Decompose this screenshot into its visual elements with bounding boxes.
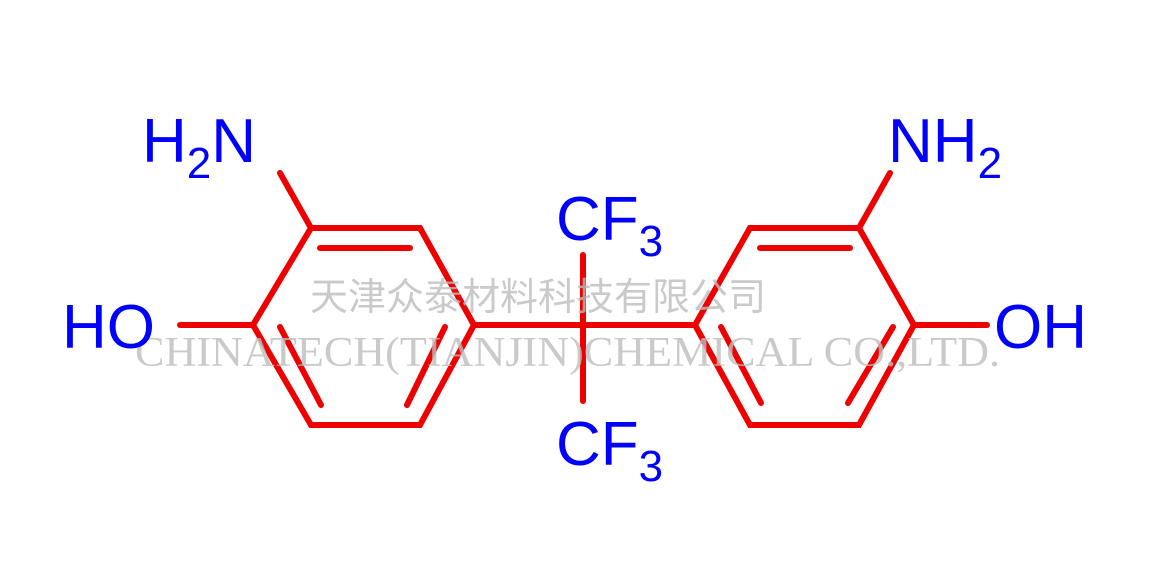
cf3-bottom-label: CF3 (556, 410, 663, 491)
watermark-chinese: 天津众泰材料科技有限公司 (310, 275, 766, 319)
amine-right-label: NH2 (888, 107, 1002, 188)
left-ring-double-bond-lower-right (404, 324, 448, 408)
right-amine-bond (856, 170, 893, 231)
watermark-english: CHINATECH(TIANJIN)CHEMICAL CO.,LTD. (135, 330, 1000, 376)
left-amine-bond (277, 170, 314, 231)
hydroxyl-right-label: OH (994, 293, 1087, 362)
cf3-top-label: CF3 (556, 185, 663, 266)
hydroxyl-left-label: HO (62, 293, 155, 362)
bonds (177, 170, 990, 428)
left-ring-double-bond-lower-left (277, 324, 324, 408)
left-benzene-ring (249, 225, 478, 428)
right-ring-double-bond-lower-right (845, 324, 896, 406)
right-benzene-ring (691, 225, 918, 428)
right-ring-double-bond-lower-left (718, 324, 764, 406)
amine-left-label: H2N (142, 107, 256, 188)
